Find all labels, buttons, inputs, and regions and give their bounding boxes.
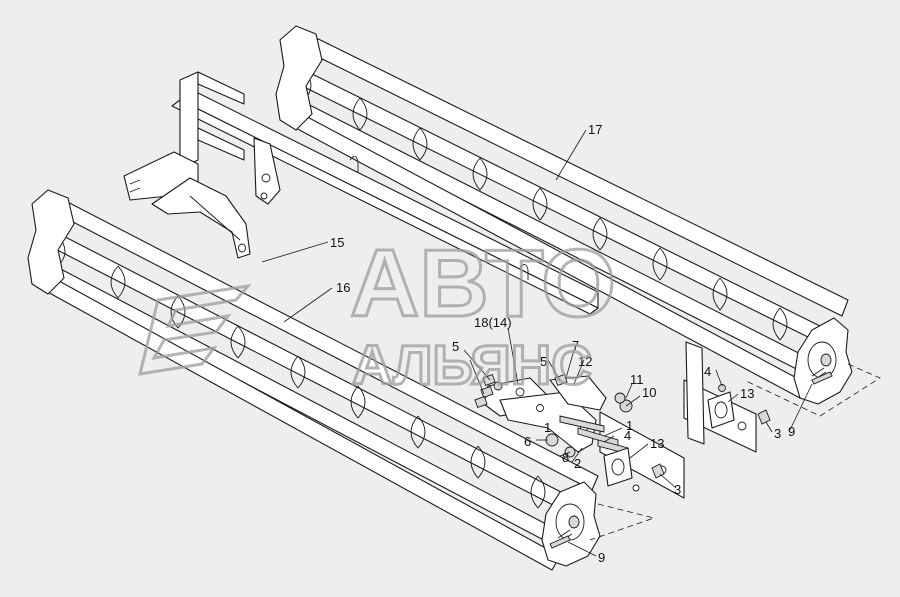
callout-3-center: 3 [674, 482, 681, 497]
callout-1-right: 1 [626, 418, 633, 433]
callout-10: 10 [642, 385, 656, 400]
callout-4-center: 4 [624, 428, 631, 443]
mounting-hardware [474, 371, 833, 549]
callout-8: 8 [562, 450, 569, 465]
back-roller [275, 25, 853, 405]
callout-18-14: 18(14) [474, 315, 512, 330]
callout-15: 15 [330, 235, 344, 250]
callout-2: 2 [574, 456, 581, 471]
callout-6: 6 [524, 434, 531, 449]
watermark-line1: АВТО [350, 230, 616, 337]
assembly-lines [589, 363, 881, 541]
callout-9-bottom: 9 [598, 550, 605, 565]
callout-4-right: 4 [704, 364, 711, 379]
callout-3-right: 3 [774, 426, 781, 441]
callout-12: 12 [578, 354, 592, 369]
main-frame [123, 71, 757, 499]
leader-lines [261, 129, 813, 557]
callout-labels: 17 15 16 18(14) 5 5 7 12 11 10 1 1 4 4 6… [330, 122, 795, 565]
callout-13-center: 13 [650, 436, 664, 451]
callout-5-left: 5 [452, 339, 459, 354]
callout-9-right: 9 [788, 424, 795, 439]
watermark-logo [138, 283, 252, 376]
callout-1-left: 1 [544, 420, 551, 435]
callout-17: 17 [588, 122, 602, 137]
callout-7: 7 [572, 338, 579, 353]
callout-5-right: 5 [540, 354, 547, 369]
watermark: АВТО АЛЬЯНС [138, 229, 617, 398]
watermark-line2: АЛЬЯНС [352, 333, 592, 396]
callout-16: 16 [336, 280, 350, 295]
callout-11: 11 [630, 372, 644, 387]
callout-13-right: 13 [740, 386, 754, 401]
